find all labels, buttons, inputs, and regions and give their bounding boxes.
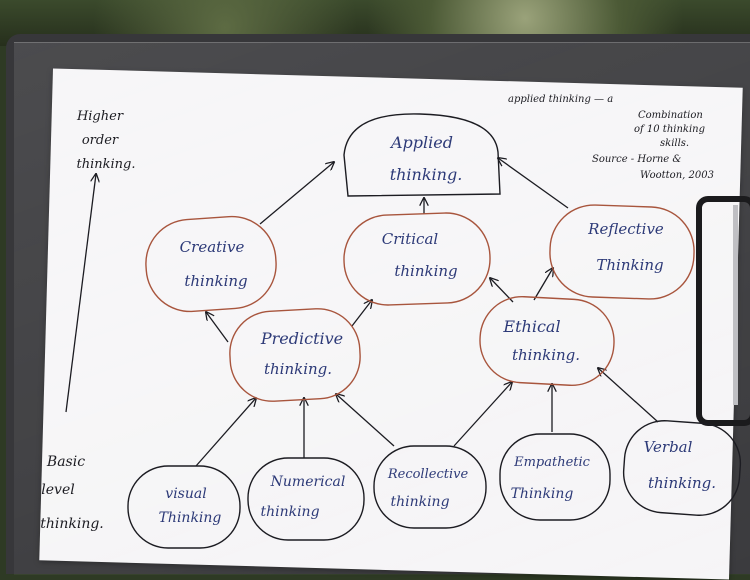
node-recollective-line2: thinking: [390, 494, 449, 510]
node-applied-line2: thinking.: [390, 165, 463, 184]
node-visual-line1: visual: [165, 486, 206, 502]
node-reflective-line2: Thinking: [596, 256, 663, 274]
node-empathetic-line2: Thinking: [511, 486, 574, 502]
basic-level-line1: Basic: [46, 454, 85, 470]
node-critical-line2: thinking: [394, 262, 457, 280]
arrow-predictive-critical: [351, 300, 372, 327]
higher-order-line1: Higher: [76, 109, 124, 124]
note-line4: skills.: [660, 138, 689, 149]
node-verbal-shape: [622, 420, 742, 516]
node-creative-line1: Creative: [180, 238, 245, 256]
node-applied-shape: [343, 113, 501, 197]
arrow-recollective-ethical: [453, 382, 512, 447]
corner-note: applied thinking — a Combination of 10 t…: [508, 94, 714, 181]
node-critical-line1: Critical: [382, 230, 439, 248]
basic-level-line2: level: [41, 482, 74, 498]
node-numerical-line2: thinking: [260, 504, 319, 520]
arrow-recollective-predictive: [336, 394, 395, 447]
node-empathetic-line1: Empathetic: [513, 455, 591, 470]
node-critical-shape: [343, 212, 491, 306]
node-creative-line2: thinking: [184, 272, 247, 290]
note-source-line1: Source - Horne &: [592, 154, 681, 165]
node-numerical-shape: [247, 457, 365, 541]
arrow-predictive-creative: [206, 312, 229, 343]
higher-order-line2: order: [82, 133, 119, 148]
arrow-visual-predictive: [195, 398, 256, 467]
node-empathetic-shape: [499, 433, 611, 521]
node-reflective-shape: [549, 204, 695, 300]
node-ethical-shape: [479, 295, 615, 387]
node-reflective-line1: Reflective: [587, 220, 664, 238]
note-line1: applied thinking — a: [508, 94, 613, 105]
node-visual-line2: Thinking: [159, 510, 222, 526]
node-ethical-line1: Ethical: [502, 317, 560, 336]
arrow-reflective-applied: [498, 158, 569, 209]
node-verbal-line2: thinking.: [648, 474, 716, 492]
clipboard-clip: [696, 196, 750, 426]
arrows: [65, 158, 659, 467]
note-line2: Combination: [638, 110, 703, 121]
node-verbal-line1: Verbal: [644, 438, 693, 456]
clip-rod: [733, 205, 738, 405]
node-recollective-shape: [373, 445, 487, 529]
node-predictive-line2: thinking.: [264, 360, 332, 378]
node-numerical-line1: Numerical: [270, 474, 346, 490]
node-applied-line1: Applied: [389, 133, 453, 152]
plastic-sleeve: [14, 42, 750, 575]
arrow-ethical-reflective: [533, 268, 553, 301]
basic-level-line3: thinking.: [40, 516, 104, 532]
node-creative-shape: [145, 215, 277, 313]
node-recollective-line1: Recollective: [387, 467, 469, 482]
node-predictive-line1: Predictive: [260, 329, 343, 348]
node-visual-shape: [127, 465, 241, 549]
node-predictive-shape: [229, 308, 361, 402]
arrow-basic-to-higher: [65, 174, 96, 413]
note-source-line2: Wootton, 2003: [640, 170, 714, 181]
arrow-verbal-ethical: [598, 368, 659, 423]
node-ethical-line2: thinking.: [512, 346, 580, 364]
note-line3: of 10 thinking: [634, 124, 705, 135]
higher-order-line3: thinking.: [77, 157, 136, 172]
arrow-creative-applied: [259, 162, 334, 225]
